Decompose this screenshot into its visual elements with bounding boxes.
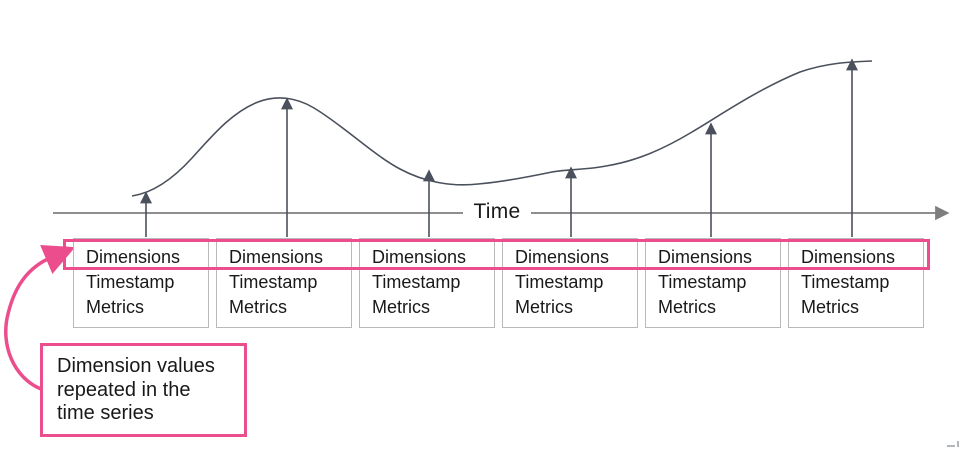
record-dimensions: Dimensions xyxy=(229,247,324,267)
record-box-3: Dimensions Timestamp Metrics xyxy=(359,238,495,328)
record-metrics: Metrics xyxy=(86,297,144,317)
record-metrics: Metrics xyxy=(658,297,716,317)
record-dimensions: Dimensions xyxy=(372,247,467,267)
callout-box: Dimension values repeated in the time se… xyxy=(40,343,247,437)
record-box-2: Dimensions Timestamp Metrics xyxy=(216,238,352,328)
record-dimensions: Dimensions xyxy=(801,247,896,267)
record-row: Dimensions Timestamp Metrics Dimensions … xyxy=(73,238,924,328)
record-timestamp: Timestamp xyxy=(801,272,890,292)
record-timestamp: Timestamp xyxy=(372,272,461,292)
record-box-6: Dimensions Timestamp Metrics xyxy=(788,238,924,328)
callout-line-2: repeated in the xyxy=(57,378,191,401)
callout-arrow xyxy=(4,244,76,391)
record-metrics: Metrics xyxy=(229,297,287,317)
record-box-4: Dimensions Timestamp Metrics xyxy=(502,238,638,328)
record-box-5: Dimensions Timestamp Metrics xyxy=(645,238,781,328)
record-metrics: Metrics xyxy=(372,297,430,317)
record-box-1: Dimensions Timestamp Metrics xyxy=(73,238,209,328)
callout-line-3: time series xyxy=(57,402,154,424)
record-metrics: Metrics xyxy=(801,297,859,317)
timeseries-curve xyxy=(131,60,873,197)
record-dimensions: Dimensions xyxy=(515,247,610,267)
callout-line-1: Dimension values xyxy=(57,355,215,377)
record-metrics: Metrics xyxy=(515,297,573,317)
record-timestamp: Timestamp xyxy=(515,272,604,292)
corner-artifact xyxy=(947,441,959,447)
record-dimensions: Dimensions xyxy=(86,247,181,267)
record-dimensions: Dimensions xyxy=(658,247,753,267)
record-timestamp: Timestamp xyxy=(229,272,318,292)
record-timestamp: Timestamp xyxy=(86,272,175,292)
record-timestamp: Timestamp xyxy=(658,272,747,292)
time-axis-label: Time xyxy=(473,200,521,223)
